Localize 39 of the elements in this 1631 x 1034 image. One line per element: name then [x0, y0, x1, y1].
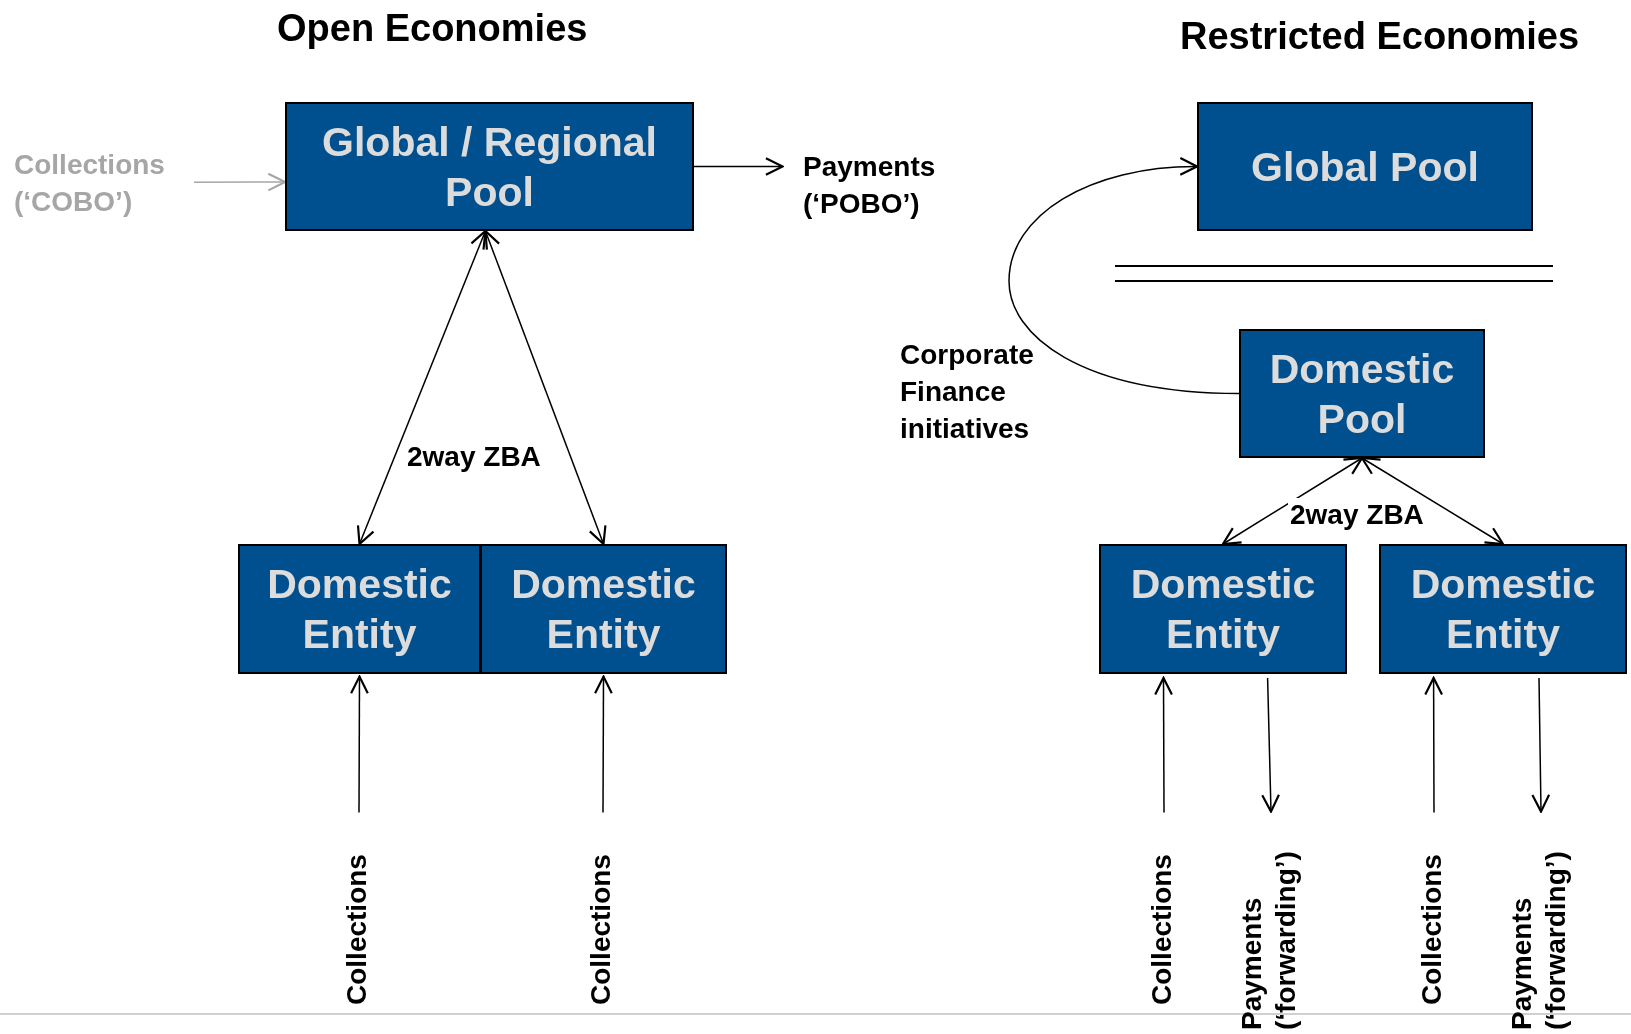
box-label: Domestic Entity [510, 560, 697, 659]
arrow [482, 229, 607, 546]
arrow [350, 675, 369, 814]
box-label: Global / Regional Pool [321, 117, 658, 217]
arrow [1261, 677, 1280, 813]
text-label: Collections [584, 825, 622, 1005]
entity-box [480, 544, 727, 674]
arrow [1424, 676, 1444, 814]
box-label: Global Pool [1251, 142, 1479, 192]
arrow [1221, 456, 1364, 546]
arrow [1008, 157, 1240, 395]
text-label: Collections (‘COBO’) [14, 146, 194, 220]
pool-box [1197, 102, 1533, 231]
text-label: Collections [340, 825, 378, 1005]
section-heading: Open Economies [277, 6, 588, 50]
arrow [193, 172, 287, 192]
text-label: Payments (‘forwarding’) [1505, 818, 1577, 1030]
arrow [1531, 677, 1551, 813]
arrow [594, 675, 613, 814]
text-label: 2way ZBA [1288, 498, 1426, 532]
text-label: Payments (‘POBO’) [803, 148, 973, 222]
arrow [356, 229, 488, 546]
pool-box [1239, 329, 1485, 458]
edge-label: Corporate Finance initiatives [900, 338, 1035, 446]
arrow [1360, 456, 1505, 546]
pool-box [285, 102, 694, 231]
box-label: Domestic Entity [1129, 560, 1317, 659]
box-label: Domestic Pool [1268, 344, 1456, 444]
box-label: Domestic Entity [266, 560, 453, 659]
text-label: Collections [1145, 825, 1183, 1005]
box-label: Domestic Entity [1409, 560, 1597, 659]
text-label: Payments (‘forwarding’) [1235, 818, 1307, 1030]
arrow [1154, 676, 1173, 814]
section-heading: Restricted Economies [1180, 14, 1580, 58]
entity-box [238, 544, 481, 674]
entity-box [1379, 544, 1627, 674]
entity-box [1099, 544, 1347, 674]
text-label: Collections [1415, 825, 1453, 1005]
arrow [693, 157, 784, 176]
